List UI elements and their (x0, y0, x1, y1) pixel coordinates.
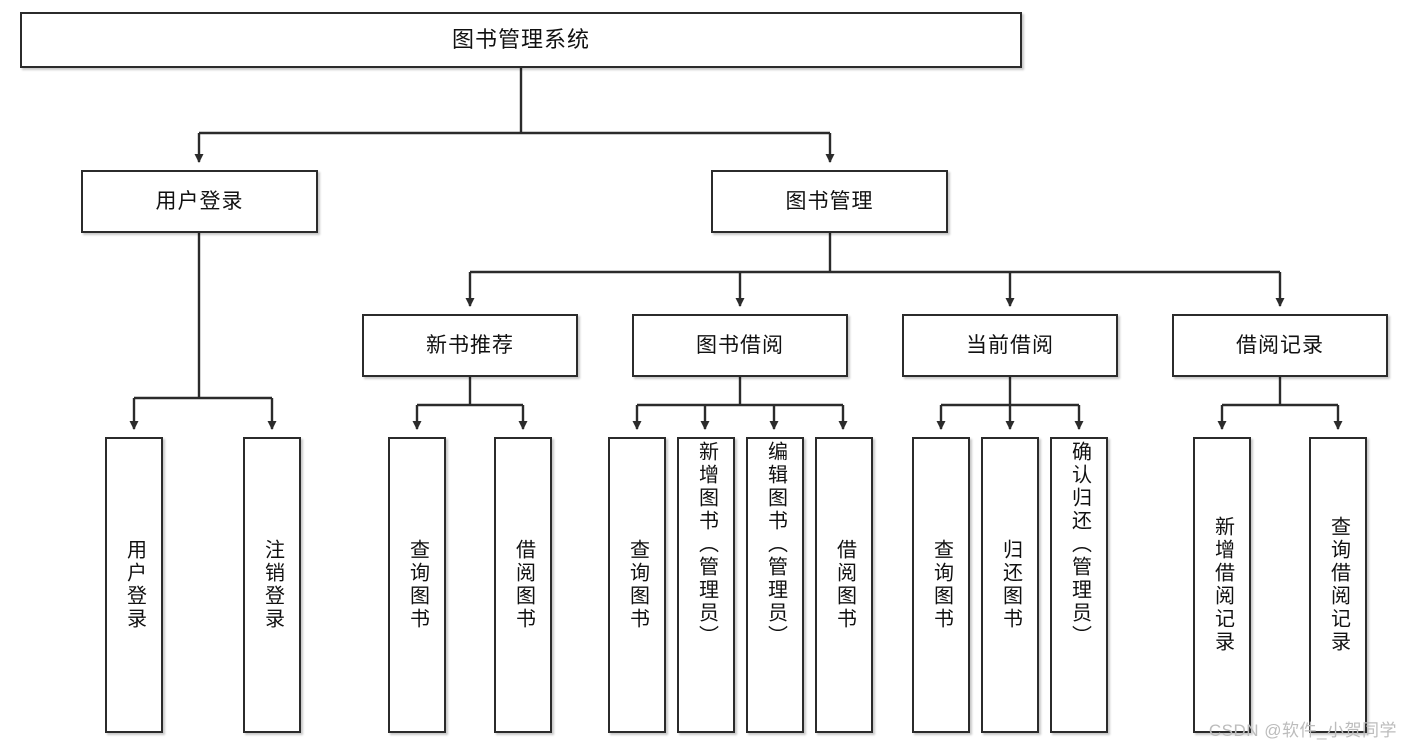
leaf-book-borrow-0[interactable]: 查询图书 (608, 437, 666, 733)
node-new-book-recommend-label: 新书推荐 (426, 334, 514, 357)
node-current-borrow[interactable]: 当前借阅 (902, 314, 1118, 377)
leaf-user-login-1[interactable]: 注销登录 (243, 437, 301, 733)
leaf-borrow-record-1[interactable]: 查询借阅记录 (1309, 437, 1367, 733)
leaf-current-borrow-0[interactable]: 查询图书 (912, 437, 970, 733)
node-current-borrow-label: 当前借阅 (966, 334, 1054, 357)
leaf-new-book-1[interactable]: 借阅图书 (494, 437, 552, 733)
leaf-book-borrow-3[interactable]: 借阅图书 (815, 437, 873, 733)
leaf-user-login-0[interactable]: 用户登录 (105, 437, 163, 733)
leaf-current-borrow-1-label: 归还图书 (999, 539, 1022, 631)
node-book-borrow[interactable]: 图书借阅 (632, 314, 848, 377)
leaf-book-borrow-0-label: 查询图书 (626, 539, 649, 631)
node-user-login-label: 用户登录 (155, 190, 244, 213)
node-new-book-recommend[interactable]: 新书推荐 (362, 314, 578, 377)
leaf-book-borrow-2-label: 编辑图书（管理员） (764, 441, 787, 648)
leaf-new-book-0[interactable]: 查询图书 (388, 437, 446, 733)
leaf-borrow-record-0-label: 新增借阅记录 (1211, 516, 1234, 654)
leaf-book-borrow-1-label: 新增图书（管理员） (695, 441, 718, 648)
leaf-current-borrow-1[interactable]: 归还图书 (981, 437, 1039, 733)
leaf-current-borrow-0-label: 查询图书 (930, 539, 953, 631)
leaf-borrow-record-1-label: 查询借阅记录 (1327, 516, 1350, 654)
leaf-new-book-1-label: 借阅图书 (512, 539, 535, 631)
node-borrow-record-label: 借阅记录 (1236, 334, 1324, 357)
leaf-user-login-0-label: 用户登录 (123, 539, 146, 631)
node-root[interactable]: 图书管理系统 (20, 12, 1022, 68)
leaf-current-borrow-2-label: 确认归还（管理员） (1068, 441, 1091, 648)
node-book-manage-label: 图书管理 (785, 190, 874, 213)
leaf-borrow-record-0[interactable]: 新增借阅记录 (1193, 437, 1251, 733)
leaf-new-book-0-label: 查询图书 (406, 539, 429, 631)
node-book-borrow-label: 图书借阅 (696, 334, 784, 357)
leaf-book-borrow-2[interactable]: 编辑图书（管理员） (746, 437, 804, 733)
leaf-book-borrow-1[interactable]: 新增图书（管理员） (677, 437, 735, 733)
leaf-user-login-1-label: 注销登录 (261, 539, 284, 631)
node-borrow-record[interactable]: 借阅记录 (1172, 314, 1388, 377)
csdn-watermark: CSDN @软件_小贺同学 (1208, 721, 1397, 740)
node-user-login[interactable]: 用户登录 (81, 170, 318, 233)
node-root-label: 图书管理系统 (451, 27, 590, 52)
node-book-manage[interactable]: 图书管理 (711, 170, 948, 233)
leaf-book-borrow-3-label: 借阅图书 (833, 539, 856, 631)
leaf-current-borrow-2[interactable]: 确认归还（管理员） (1050, 437, 1108, 733)
